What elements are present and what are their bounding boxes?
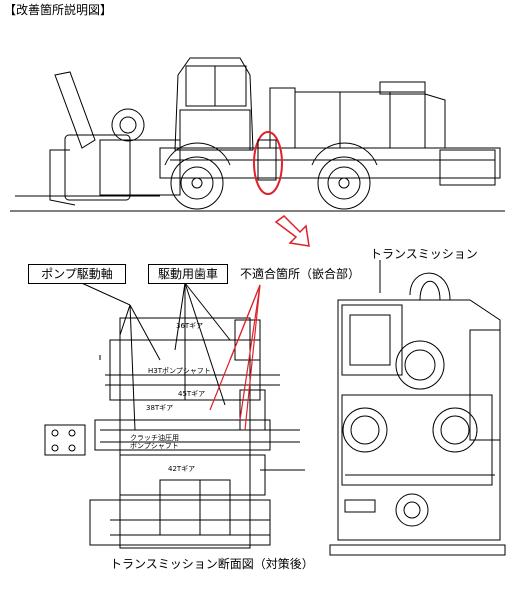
part-label-45t: 45Tギア bbox=[178, 390, 206, 398]
transmission-label: トランスミッション bbox=[370, 247, 478, 261]
part-label-42t: 42Tギア bbox=[168, 465, 196, 473]
part-label-38t: 38Tギア bbox=[146, 404, 174, 412]
part-label-h3t-pump-shaft: H3Tポンプシャフト bbox=[148, 367, 211, 375]
page-title: 【改善箇所説明図】 bbox=[4, 3, 113, 17]
section-caption: トランスミッション断面図（対策後） bbox=[110, 557, 314, 571]
nonconforming-label: 不適合箇所（嵌合部） bbox=[240, 267, 361, 281]
drive-gear-label: 駆動用歯車 bbox=[148, 264, 228, 284]
part-label-clutch-pump-shaft: クラッチ油圧用 ポンプシャフト bbox=[130, 434, 179, 450]
pump-shaft-label: ポンプ駆動軸 bbox=[28, 264, 126, 284]
part-label-36t: 36Tギア bbox=[176, 322, 204, 330]
